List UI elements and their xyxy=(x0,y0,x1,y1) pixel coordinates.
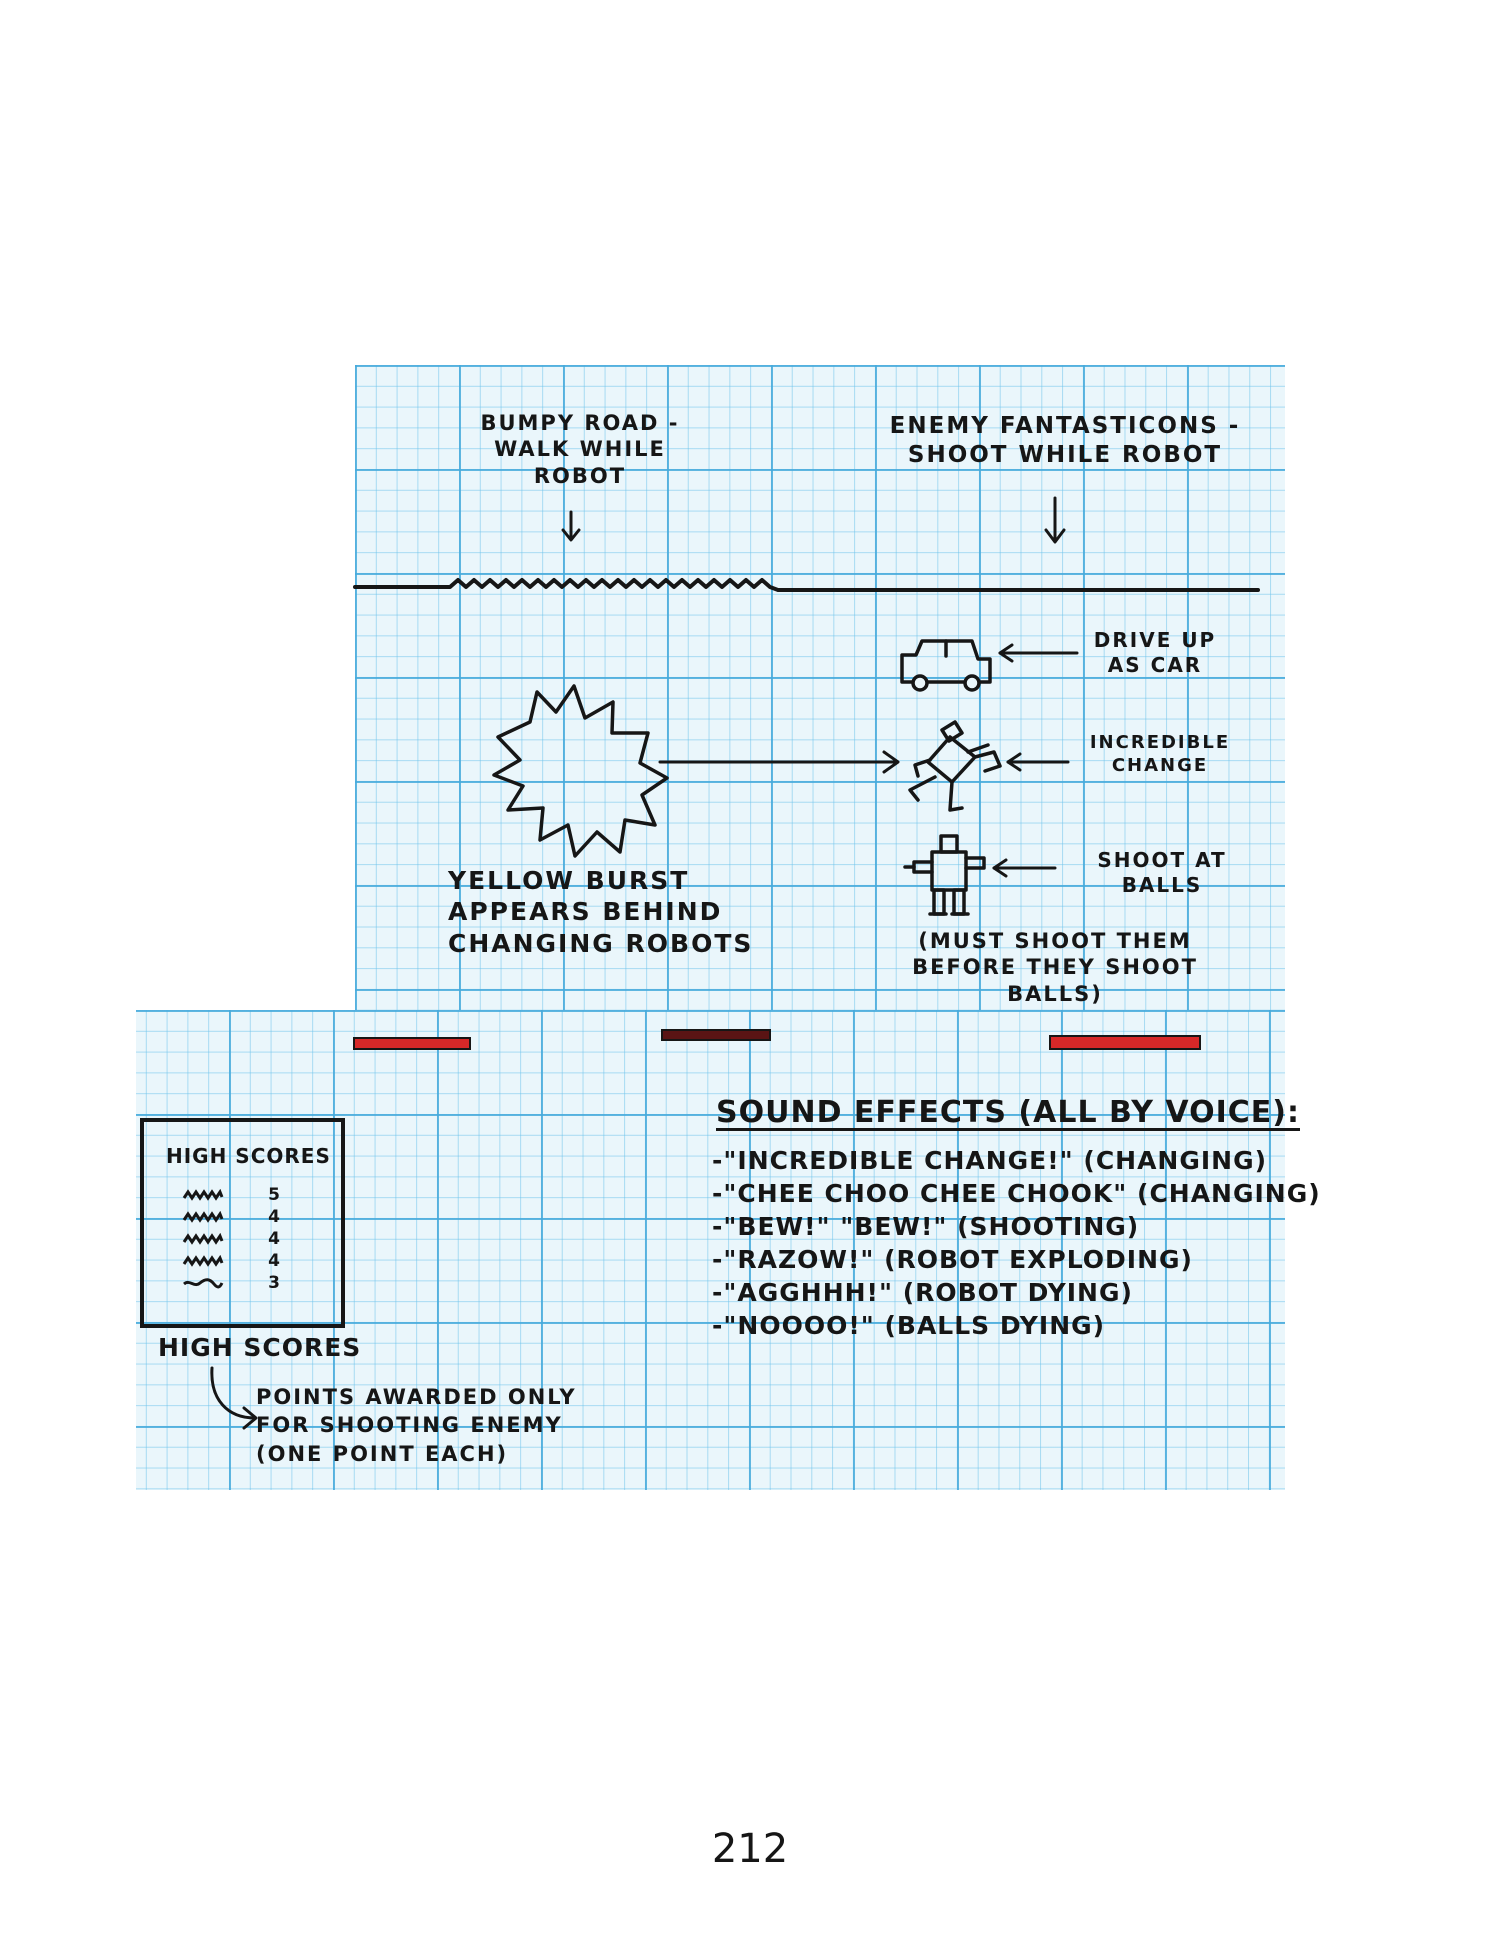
burst-icon xyxy=(492,684,669,858)
score-row: 4 xyxy=(182,1228,284,1250)
arrow-down-icon xyxy=(1044,496,1066,544)
squiggle-name-icon xyxy=(182,1255,224,1267)
squiggle-name-icon xyxy=(183,1278,224,1289)
platform-left xyxy=(353,1037,471,1050)
arrow-left-icon xyxy=(992,858,1057,878)
platforms xyxy=(353,1029,1201,1050)
sound-effect-item: -"BEW!" "BEW!" (SHOOTING) xyxy=(712,1212,1140,1241)
transforming-robot-icon xyxy=(908,720,1002,812)
score-value: 4 xyxy=(268,1251,280,1271)
high-scores-list: 5 4 4 4 3 xyxy=(182,1184,284,1294)
car-icon xyxy=(900,639,992,692)
sound-effects-list: -"INCREDIBLE CHANGE!" (CHANGING) -"CHEE … xyxy=(712,1144,1321,1342)
sound-effect-item: -"INCREDIBLE CHANGE!" (CHANGING) xyxy=(712,1146,1268,1175)
score-value: 4 xyxy=(268,1207,280,1227)
ground-line xyxy=(353,578,1260,592)
sound-effect-item: -"AGGHHH!" (ROBOT DYING) xyxy=(712,1278,1133,1307)
enemy-fantasticons-label: ENEMY FANTASTICONS - SHOOT WHILE ROBOT xyxy=(889,413,1241,468)
score-value: 4 xyxy=(268,1229,280,1249)
yellow-burst-label: YELLOW BURST APPEARS BEHIND CHANGING ROB… xyxy=(448,866,754,958)
platform-right xyxy=(1049,1035,1201,1050)
platform-middle xyxy=(661,1029,771,1041)
graph-paper-top xyxy=(355,365,1285,1025)
must-shoot-label: (MUST SHOOT THEM BEFORE THEY SHOOT BALLS… xyxy=(912,929,1198,1006)
score-value: 3 xyxy=(268,1273,280,1293)
incredible-change-label: INCREDIBLE CHANGE xyxy=(1089,732,1231,776)
score-row: 5 xyxy=(182,1184,284,1206)
high-scores-title: HIGH SCORES xyxy=(166,1144,331,1168)
arrow-down-icon xyxy=(561,510,581,542)
robot-icon xyxy=(903,834,986,916)
page-number: 212 xyxy=(711,1826,789,1872)
arrow-left-icon xyxy=(1006,752,1070,772)
sound-effects-heading: SOUND EFFECTS (ALL BY VOICE): xyxy=(716,1095,1300,1130)
drive-up-as-car-label: DRIVE UP AS CAR xyxy=(1093,628,1217,677)
points-awarded-note: POINTS AWARDED ONLY FOR SHOOTING ENEMY (… xyxy=(256,1385,577,1466)
shoot-at-balls-label: SHOOT AT BALLS xyxy=(1097,848,1227,897)
score-value: 5 xyxy=(268,1185,280,1205)
score-row: 3 xyxy=(182,1272,284,1294)
bumpy-road-label: BUMPY ROAD - WALK WHILE ROBOT xyxy=(480,411,680,488)
squiggle-name-icon xyxy=(182,1233,224,1245)
arrow-left-icon xyxy=(998,643,1079,663)
score-row: 4 xyxy=(182,1206,284,1228)
arrow-curved-icon xyxy=(210,1366,258,1430)
squiggle-name-icon xyxy=(182,1211,224,1223)
high-scores-box: HIGH SCORES 5 4 4 4 3 xyxy=(140,1118,345,1328)
score-row: 4 xyxy=(182,1250,284,1272)
high-scores-caption: HIGH SCORES xyxy=(158,1333,362,1362)
sound-effect-item: -"NOOOO!" (BALLS DYING) xyxy=(712,1311,1106,1340)
sound-effect-item: -"RAZOW!" (ROBOT EXPLODING) xyxy=(712,1245,1193,1274)
sound-effect-item: -"CHEE CHOO CHEE CHOOK" (CHANGING) xyxy=(712,1179,1321,1208)
graph-paper-bottom xyxy=(136,1010,1285,1490)
squiggle-name-icon xyxy=(182,1189,224,1201)
arrow-right-icon xyxy=(658,750,900,774)
